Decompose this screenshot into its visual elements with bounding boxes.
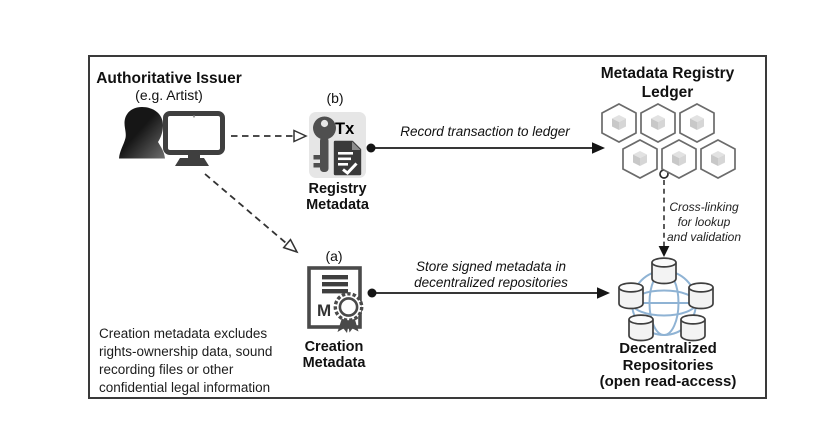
record-transaction-arrow-icon xyxy=(366,142,605,154)
computer-monitor-icon xyxy=(163,111,225,166)
database-cylinder-icon xyxy=(688,282,714,310)
creation-metadata-label: Creation Metadata xyxy=(302,339,366,371)
dashed-arrow-to-registry-icon xyxy=(231,129,308,143)
store-arrow-label: Store signed metadata in decentralized r… xyxy=(414,259,568,290)
seal-icon xyxy=(333,292,364,333)
globe-with-databases-icon xyxy=(618,257,714,342)
blockchain-cubes-icon xyxy=(601,103,736,179)
marker-a: (a) xyxy=(325,248,343,264)
record-arrow-label: Record transaction to ledger xyxy=(400,124,570,139)
key-icon xyxy=(313,116,336,172)
crosslink-label: Cross-linking for lookup and validation xyxy=(666,200,742,244)
ledger-title: Metadata Registry Ledger xyxy=(600,65,735,101)
dashed-arrow-to-creation-icon xyxy=(204,173,299,254)
registry-metadata-label: Registry Metadata xyxy=(306,181,369,213)
m-label: M xyxy=(317,301,331,320)
issuer-icon xyxy=(119,107,225,166)
signed-transaction-document-icon xyxy=(332,139,363,177)
repositories-label: Decentralized Repositories (open read-ac… xyxy=(599,340,737,390)
database-cylinder-icon xyxy=(618,282,644,310)
cube-icon xyxy=(601,103,637,143)
cube-icon xyxy=(679,103,715,143)
marker-b: (b) xyxy=(326,90,344,106)
cube-icon xyxy=(700,139,736,179)
creation-metadata-note: Creation metadata excludes rights-owners… xyxy=(99,326,273,395)
registry-metadata-icon: Tx xyxy=(309,112,366,178)
cube-icon xyxy=(622,139,658,179)
store-metadata-arrow-icon xyxy=(367,287,610,299)
cube-icon xyxy=(661,139,697,179)
cube-icon xyxy=(640,103,676,143)
issuer-title: Authoritative Issuer xyxy=(96,70,242,87)
database-cylinder-icon xyxy=(628,314,654,342)
database-cylinder-icon xyxy=(651,257,677,285)
tx-label: Tx xyxy=(335,120,355,138)
issuer-subtitle: (e.g. Artist) xyxy=(135,87,203,103)
woman-silhouette-icon xyxy=(119,107,165,159)
database-cylinder-icon xyxy=(680,314,706,342)
creation-metadata-icon: M xyxy=(307,266,364,333)
